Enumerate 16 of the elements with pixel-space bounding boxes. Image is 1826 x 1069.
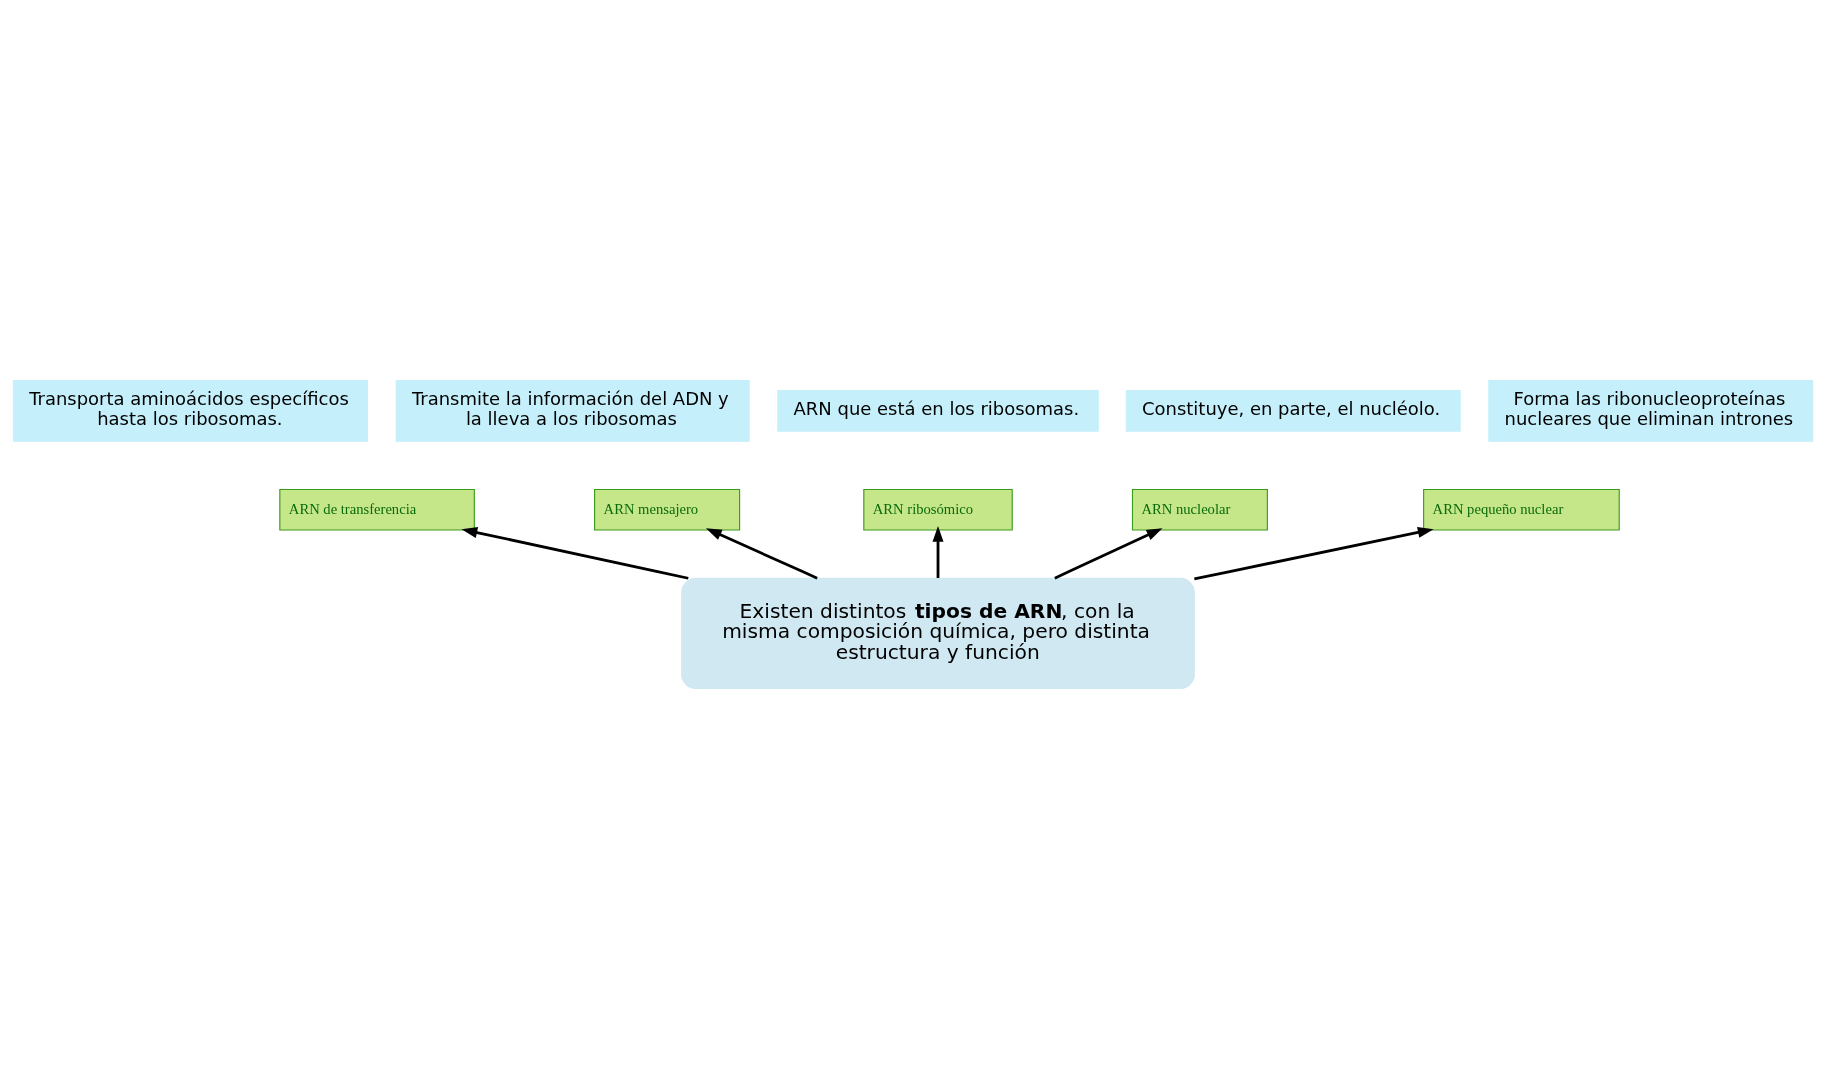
node-box: ARN nucleolar (1131, 489, 1268, 531)
node-box: Forma las ribonucleoproteínas nucleares que eliminan intrones (1488, 379, 1814, 442)
node-box: Constituye, en parte, el nucléolo. (1125, 390, 1461, 432)
node-box: Existen distintos tipos de ARN, con la misma composición química, pero distinta estructura y función (681, 577, 1195, 690)
arrow (1054, 528, 1163, 580)
node-box: Transporta aminoácidos específicos hasta los ribosomas. (12, 379, 369, 442)
node-box: ARN de transferencia (279, 489, 475, 531)
arrow (461, 527, 689, 580)
node-box: ARN ribosómico (863, 489, 1013, 531)
arrow (932, 526, 944, 578)
node-box: ARN que está en los ribosomas. (777, 390, 1099, 432)
node-box: Transmite la información del ADN y la lleva a los ribosomas (395, 379, 750, 442)
arrow (705, 528, 818, 580)
arrow (1194, 526, 1434, 581)
node-box: ARN pequeño nuclear (1423, 489, 1620, 531)
node-box: ARN mensajero (594, 489, 741, 531)
